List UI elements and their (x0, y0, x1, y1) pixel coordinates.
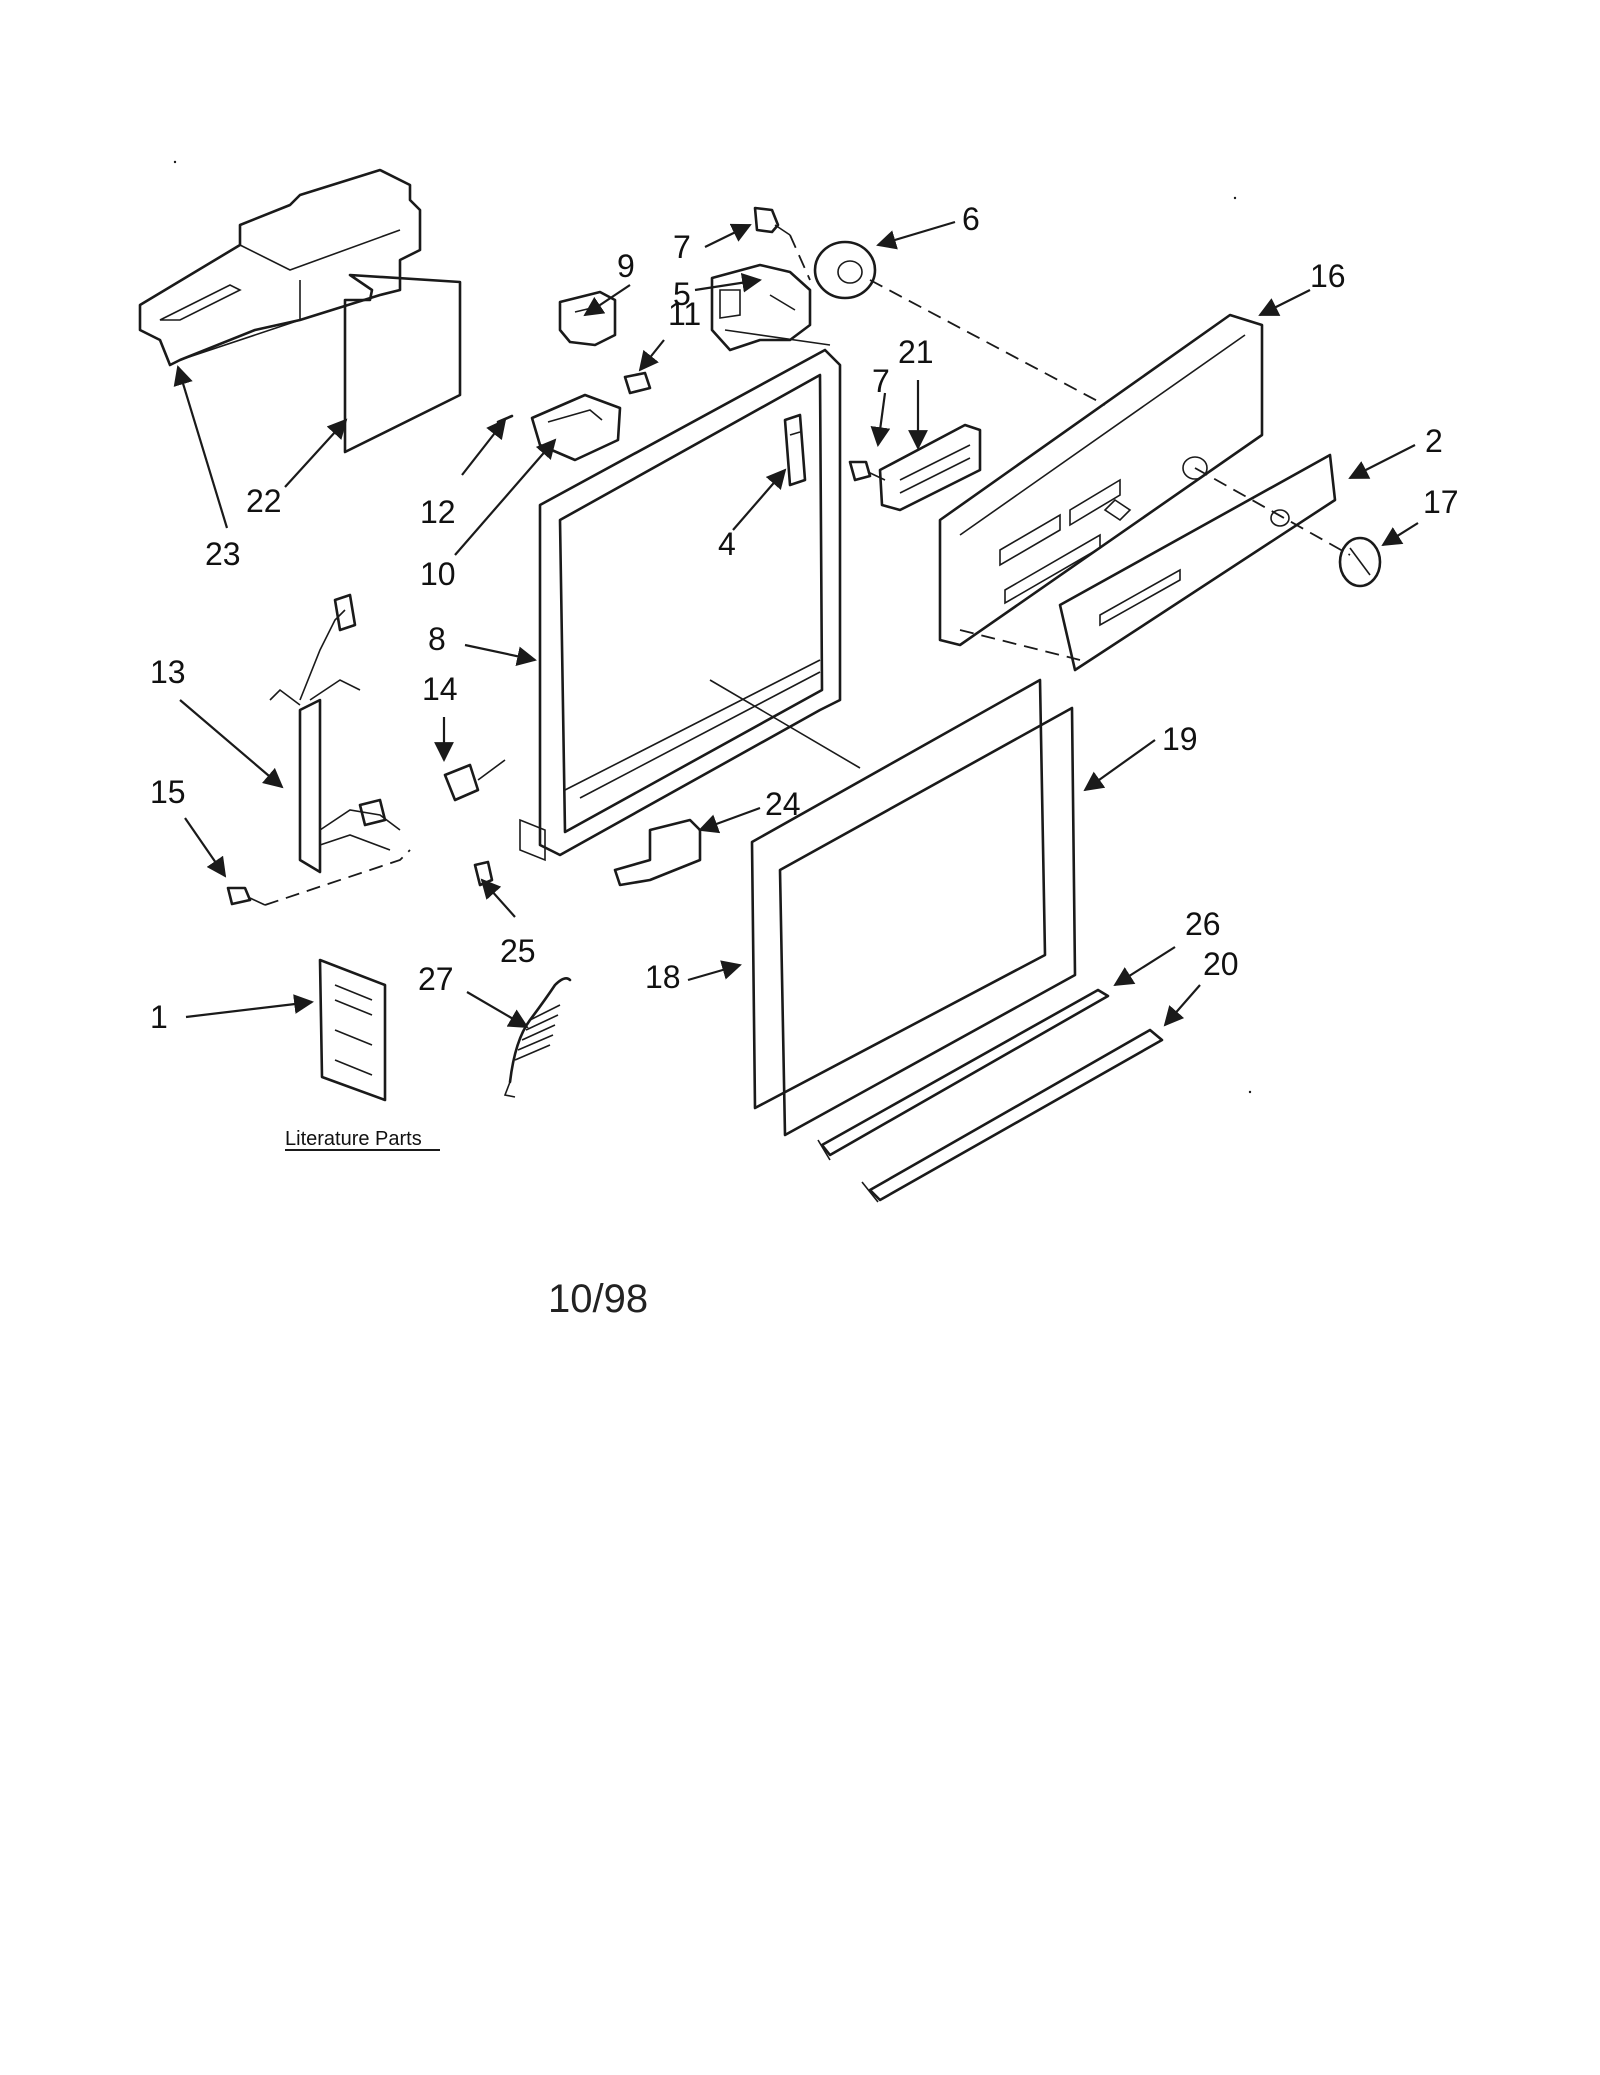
part-21-connector (878, 423, 982, 512)
part-8-door-frame (519, 329, 842, 862)
part-11-clip (623, 371, 652, 395)
part-17-knob (1338, 536, 1382, 588)
part-19-inner-panel (778, 706, 1077, 1137)
date-code: 10/98 (548, 1277, 648, 1321)
callout-12: 12 (420, 494, 456, 530)
part-27-spring (503, 977, 572, 1098)
callout-1: 1 (150, 999, 168, 1035)
callout-27: 27 (418, 961, 454, 997)
part-7-screw-top (753, 206, 791, 236)
callout-20: 20 (1203, 946, 1239, 982)
part-1-literature (318, 958, 387, 1102)
part-24-clip (613, 818, 702, 887)
callout-24: 24 (765, 786, 801, 822)
callout-7-top: 7 (673, 229, 691, 265)
callout-13: 13 (150, 654, 186, 690)
part-14-plug (443, 759, 506, 802)
callout-9: 9 (617, 248, 635, 284)
assembly-path-knob (1194, 467, 1351, 556)
part-26-trim-strip (817, 988, 1110, 1161)
callout-labels: 1 2 4 5 6 7 7 8 9 10 11 12 13 14 15 16 1… (150, 201, 1459, 1035)
callout-11: 11 (668, 296, 701, 332)
literature-caption: Literature Parts (285, 1128, 422, 1150)
leader-lines (173, 220, 1419, 1028)
callout-18: 18 (645, 959, 681, 995)
callout-14: 14 (422, 671, 458, 707)
part-5-switch-assembly (710, 263, 812, 352)
part-23-vent-housing (138, 168, 422, 367)
callout-4: 4 (718, 526, 736, 562)
callout-17: 17 (1423, 484, 1459, 520)
callout-5: 5 (673, 276, 691, 312)
callout-22: 22 (246, 483, 282, 519)
callout-16: 16 (1310, 258, 1346, 294)
part-13-wire-harness (269, 593, 401, 874)
callout-23: 23 (205, 536, 241, 572)
callout-2: 2 (1425, 423, 1443, 459)
callout-15: 15 (150, 774, 186, 810)
speck (1233, 196, 1237, 200)
callout-8: 8 (428, 621, 446, 657)
assembly-path-screw-switch (789, 234, 811, 281)
assembly-path-cam-panel (869, 279, 1106, 406)
part-22-insulation-panel (343, 273, 462, 454)
speck (1248, 1090, 1252, 1094)
part-18-outer-panel (750, 678, 1047, 1110)
callout-6: 6 (962, 201, 980, 237)
speck (173, 160, 177, 164)
assembly-path-frame-panel (709, 679, 861, 769)
callout-10: 10 (420, 556, 456, 592)
callout-25: 25 (500, 933, 536, 969)
part-6-cam (813, 240, 877, 300)
part-16-control-panel (938, 313, 1264, 647)
assembly-path-harness (264, 849, 411, 906)
callout-19: 19 (1162, 721, 1198, 757)
callout-7-middle: 7 (872, 363, 890, 399)
callout-21: 21 (898, 334, 934, 370)
part-20-bottom-trim (861, 1028, 1164, 1203)
assembly-path-panel-overlay (959, 629, 1081, 661)
part-2-overlay (1058, 453, 1337, 672)
part-15-screw (226, 886, 266, 906)
part-4-catch (783, 413, 807, 487)
part-7-screw-middle (848, 460, 886, 482)
callout-26: 26 (1185, 906, 1221, 942)
